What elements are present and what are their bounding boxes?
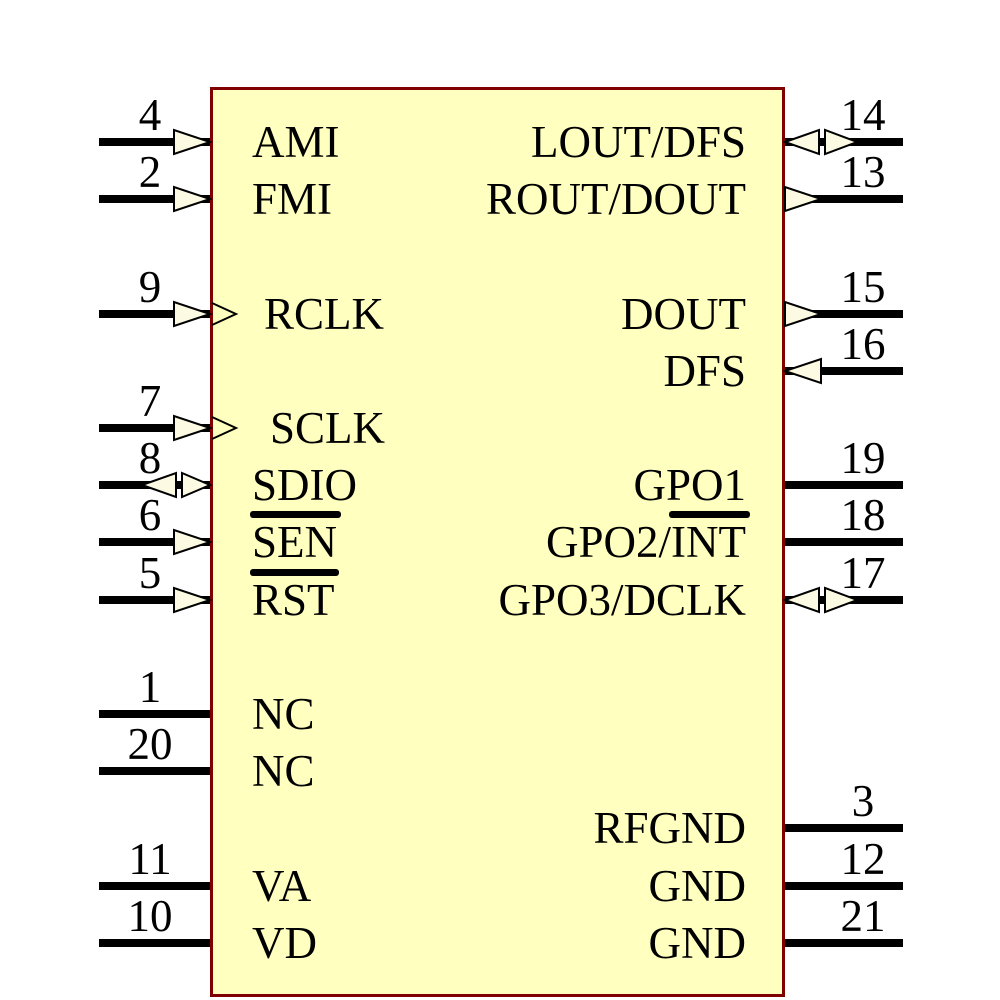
pin-8-label: SDIO	[252, 459, 357, 511]
pin-4-in-arrow-icon	[172, 128, 214, 156]
pin-7-clk-arrow-icon	[172, 414, 240, 442]
pin-6-activelow-text: SEN	[249, 511, 342, 568]
pin-13-label: ROUT/DOUT	[486, 173, 746, 225]
pin-7-line	[99, 424, 210, 432]
pin-9-line	[99, 309, 210, 318]
pin-4-line	[99, 138, 210, 146]
pin-16-number: 16	[840, 318, 886, 369]
pin-19-label: GPO1	[633, 459, 746, 511]
pin-2-label: FMI	[252, 173, 332, 225]
pin-17-label: GPO3/DCLK	[498, 574, 746, 626]
pin-13-label-text: ROUT/DOUT	[486, 174, 746, 225]
pin-3-line	[785, 824, 903, 833]
ic-body	[210, 87, 785, 997]
pin-6-line	[99, 538, 210, 547]
pin-2-line	[99, 195, 210, 204]
pin-15-label: DOUT	[621, 288, 746, 340]
pin-21-label: GND	[649, 917, 747, 969]
pin-20-number: 20	[127, 719, 173, 770]
pin-12-number: 12	[840, 833, 886, 884]
pin-16-in-arrow-icon	[781, 357, 823, 385]
pin-4-number: 4	[138, 90, 162, 140]
pin-1-number: 1	[138, 662, 162, 712]
pin-1-line	[99, 710, 210, 718]
pin-10-number: 10	[127, 890, 173, 941]
pin-3-number: 3	[851, 776, 875, 827]
pin-14-label-text: LOUT/DFS	[530, 117, 746, 167]
pin-11-number: 11	[128, 833, 172, 884]
pin-5-number: 5	[138, 547, 162, 598]
pin-21-label-text: GND	[648, 917, 747, 968]
pin-15-out-arrow-icon	[783, 300, 825, 328]
pin-5-label: RST	[250, 568, 339, 626]
pin-5-in-arrow-icon	[172, 586, 214, 614]
pin-8-label-text: SDIO	[252, 460, 358, 511]
pin-15-line	[785, 309, 903, 318]
pin-7-label-text: SCLK	[270, 403, 386, 453]
pin-18-line	[785, 538, 903, 547]
pin-20-label: NC	[252, 745, 315, 797]
pin-6-in-arrow-icon	[172, 528, 214, 556]
pin-2-label-text: FMI	[252, 174, 333, 225]
pin-9-clk-arrow-icon	[172, 300, 240, 328]
pin-21-line	[785, 938, 903, 947]
pin-5-line	[99, 595, 210, 604]
pin-6-label: SEN	[249, 511, 342, 568]
pin-2-in-arrow-icon	[172, 185, 214, 213]
pin-16-label: DFS	[663, 345, 746, 397]
pin-10-label: VD	[252, 917, 317, 969]
pin-19-line	[785, 481, 903, 490]
pin-21-number: 21	[840, 890, 886, 941]
pin-14-label: LOUT/DFS	[531, 116, 746, 168]
pin-8-bidir-arrow-icon	[138, 471, 213, 499]
pin-12-line	[785, 881, 903, 890]
pin-15-label-text: DOUT	[621, 288, 746, 339]
pin-11-label-text: VA	[252, 860, 312, 911]
pin-1-label: NC	[252, 688, 315, 740]
pin-18-number: 18	[840, 490, 886, 541]
pin-19-number: 19	[840, 433, 886, 484]
pin-20-line	[99, 767, 210, 776]
pin-17-label-text: GPO3/DCLK	[498, 574, 746, 625]
pin-6-number: 6	[138, 490, 162, 541]
pin-17-number: 17	[840, 547, 886, 598]
pin-13-out-arrow-icon	[783, 185, 825, 213]
pin-4-label-text: AMI	[252, 117, 340, 167]
pin-3-label-text: RFGND	[593, 803, 746, 854]
pin-8-number: 8	[138, 433, 162, 484]
pin-7-label: SCLK	[270, 402, 385, 454]
pin-12-label-text: GND	[648, 860, 747, 911]
pin-9-number: 9	[138, 261, 162, 312]
pin-11-label: VA	[252, 860, 311, 912]
pin-17-bidir-arrow-icon	[781, 586, 860, 614]
pin-15-number: 15	[840, 261, 886, 312]
pin-18-label: GPO2/INT	[545, 511, 750, 568]
pin-2-number: 2	[138, 147, 162, 198]
pin-16-label-text: DFS	[663, 345, 746, 396]
pin-13-line	[785, 195, 903, 204]
pin-14-number: 14	[840, 90, 886, 140]
pin-10-label-text: VD	[252, 917, 317, 968]
pin-5-activelow-text: RST	[250, 568, 339, 625]
pin-4-label: AMI	[252, 116, 340, 168]
pin-11-line	[99, 881, 210, 890]
pin-7-number: 7	[138, 376, 162, 426]
pin-9-label: RCLK	[264, 288, 384, 340]
pin-12-label: GND	[649, 860, 747, 912]
pin-9-label-text: RCLK	[264, 288, 385, 339]
pin-10-line	[99, 938, 210, 947]
pin-16-line	[785, 366, 903, 375]
pin-1-label-text: NC	[252, 689, 315, 739]
pin-13-number: 13	[840, 147, 886, 198]
pin-3-label: RFGND	[593, 802, 746, 854]
pin-14-bidir-arrow-icon	[781, 128, 860, 156]
pin-18-label-text: GPO2/	[545, 517, 672, 568]
pin-20-label-text: NC	[252, 746, 315, 797]
pin-19-label-text: GPO1	[633, 460, 746, 511]
pin-18-activelow-text: INT	[669, 511, 750, 568]
